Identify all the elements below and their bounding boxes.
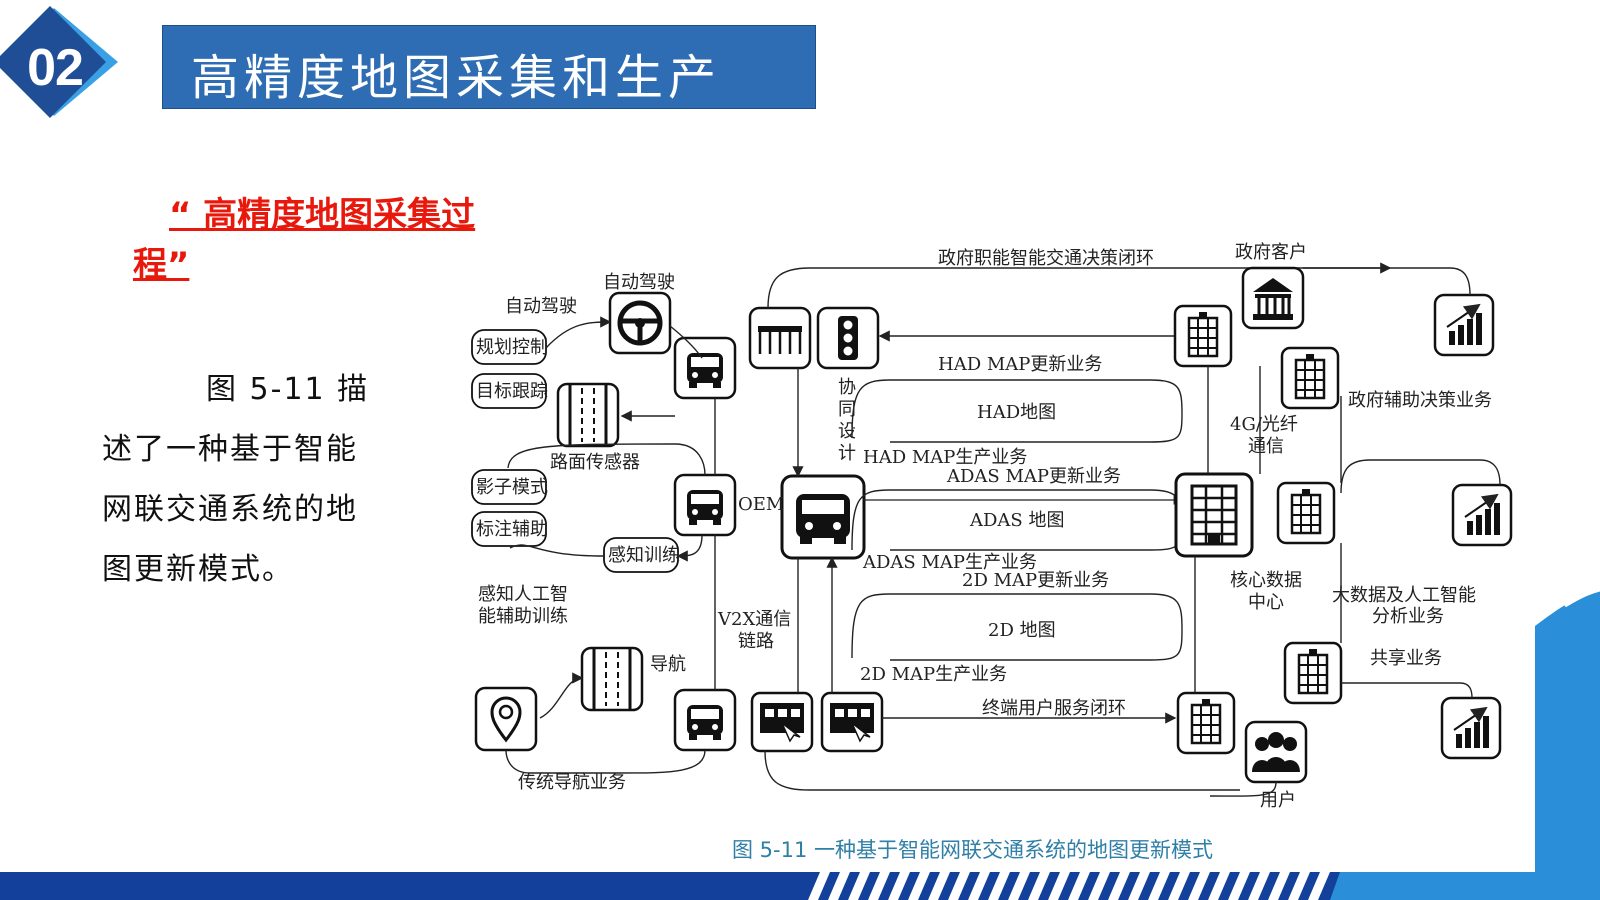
description-line-1: 图 5-11 描 xyxy=(206,372,370,407)
label-cooperative-1: 协 xyxy=(838,377,856,398)
building-icon-2 xyxy=(1280,346,1340,410)
label-core-data-1: 核心数据 xyxy=(1230,570,1302,591)
label-road-sensor: 路面传感器 xyxy=(550,452,640,473)
steering-wheel-icon xyxy=(608,291,672,355)
label-auto-drive-top: 自动驾驶 xyxy=(603,272,675,293)
label-assist-box xyxy=(471,511,547,547)
label-cooperative-2: 同 xyxy=(838,399,856,420)
highlight-heading: “ 高精度地图采集过 程” xyxy=(133,190,553,290)
title-bar: 高精度地图采集和生产 xyxy=(162,25,816,109)
nav-road-icon xyxy=(580,646,644,712)
core-data-center-icon xyxy=(1174,472,1254,558)
building-icon-5 xyxy=(1176,691,1236,755)
label-adas-production: ADAS MAP生产业务 xyxy=(862,552,1037,573)
toll-gate-icon xyxy=(748,306,812,370)
label-cooperative-4: 计 xyxy=(838,443,856,464)
label-navigation: 导航 xyxy=(650,654,686,675)
car-icon-1 xyxy=(673,336,737,400)
label-shadow-mode: 影子模式 xyxy=(476,477,548,498)
description-line-4: 图更新模式。 xyxy=(102,552,294,587)
section-badge: 02 xyxy=(0,6,120,118)
label-bigdata-1: 大数据及人工智能 xyxy=(1332,585,1476,606)
label-net-4g-2: 通信 xyxy=(1248,436,1284,457)
page-title: 高精度地图采集和生产 xyxy=(191,50,722,106)
location-pin-icon xyxy=(474,686,538,752)
chart-icon-3 xyxy=(1442,698,1500,758)
label-gov-decision: 政府辅助决策业务 xyxy=(1348,390,1492,411)
label-gov-client: 政府客户 xyxy=(1235,242,1307,263)
oem-car-icon xyxy=(780,474,866,560)
tracking-box xyxy=(471,373,547,409)
description-line-2: 述了一种基于智能 xyxy=(102,432,358,467)
label-oem: OEM xyxy=(738,494,784,515)
label-ai-training-1: 感知人工智 xyxy=(478,584,568,605)
label-v2x-2: 链路 xyxy=(738,631,774,652)
users-group-icon xyxy=(1244,720,1308,784)
label-label-assist: 标注辅助 xyxy=(476,519,548,540)
tablet-icon-2 xyxy=(820,691,884,753)
label-had-production: HAD MAP生产业务 xyxy=(863,447,1027,468)
label-bigdata-2: 分析业务 xyxy=(1372,606,1444,627)
label-tracking: 目标跟踪 xyxy=(476,381,548,402)
section-number: 02 xyxy=(27,39,84,97)
label-sharing: 共享业务 xyxy=(1370,648,1442,669)
map-update-diagram: 自动驾驶 自动驾驶 规划控制 目标跟踪 路面传感器 影子模式 标注辅助 感知训练… xyxy=(471,242,1530,811)
tablet-icon-1 xyxy=(750,691,814,753)
car-icon-3 xyxy=(673,688,737,752)
center-cluster: OEM 协 同 设 计 V2X通信 链路 xyxy=(717,262,1392,791)
label-planning: 规划控制 xyxy=(476,337,548,358)
label-v2x-1: V2X通信 xyxy=(717,609,791,630)
road-sensor-icon xyxy=(556,382,620,448)
traffic-light-icon xyxy=(816,306,880,370)
label-cooperative-3: 设 xyxy=(838,421,856,442)
bottom-band xyxy=(0,872,1600,900)
figure-caption: 图 5-11 一种基于智能网联交通系统的地图更新模式 xyxy=(732,838,1214,862)
label-adas-map: ADAS 地图 xyxy=(969,510,1064,531)
label-auto-drive-left: 自动驾驶 xyxy=(505,296,577,317)
chart-icon-2 xyxy=(1453,485,1511,545)
label-had-update: HAD MAP更新业务 xyxy=(938,354,1102,375)
car-icon-2 xyxy=(673,473,737,537)
highlight-line-1: “ 高精度地图采集过 xyxy=(169,195,476,235)
label-adas-update: ADAS MAP更新业务 xyxy=(946,466,1121,487)
label-map2d: 2D 地图 xyxy=(988,620,1056,641)
label-ai-training-2: 能辅助训练 xyxy=(478,606,568,627)
shadow-mode-box xyxy=(471,469,547,505)
label-user-loop: 终端用户服务闭环 xyxy=(982,698,1126,719)
description-text: 图 5-11 描 述了一种基于智能 网联交通系统的地 图更新模式。 xyxy=(102,360,372,600)
label-core-data-2: 中心 xyxy=(1248,592,1284,613)
map-layers: 政府职能智能交通决策闭环 HAD MAP更新业务 HAD地图 HAD MAP生产… xyxy=(851,248,1184,724)
chart-icon-1 xyxy=(1435,295,1493,355)
building-icon-1 xyxy=(1173,304,1233,368)
label-map2d-production: 2D MAP生产业务 xyxy=(860,664,1007,685)
highlight-line-2: 程” xyxy=(133,245,190,285)
description-line-3: 网联交通系统的地 xyxy=(102,492,358,527)
label-had-map: HAD地图 xyxy=(977,402,1056,423)
label-gov-loop: 政府职能智能交通决策闭环 xyxy=(938,248,1154,269)
label-users: 用户 xyxy=(1260,790,1296,811)
right-edge-decoration xyxy=(1535,590,1600,900)
label-net-4g-1: 4G/光纤 xyxy=(1230,414,1298,435)
government-building-icon xyxy=(1241,266,1305,330)
building-icon-3 xyxy=(1276,481,1336,545)
building-icon-4 xyxy=(1283,641,1343,705)
label-perception-training: 感知训练 xyxy=(608,545,680,566)
label-traditional-nav: 传统导航业务 xyxy=(518,772,626,793)
right-cluster: 政府客户 4G/光纤 通信 核心数据 中心 用户 政府辅助决策业务 xyxy=(1173,242,1511,811)
label-map2d-update: 2D MAP更新业务 xyxy=(962,570,1109,591)
left-cluster: 自动驾驶 自动驾驶 规划控制 目标跟踪 路面传感器 影子模式 标注辅助 感知训练… xyxy=(471,272,737,793)
